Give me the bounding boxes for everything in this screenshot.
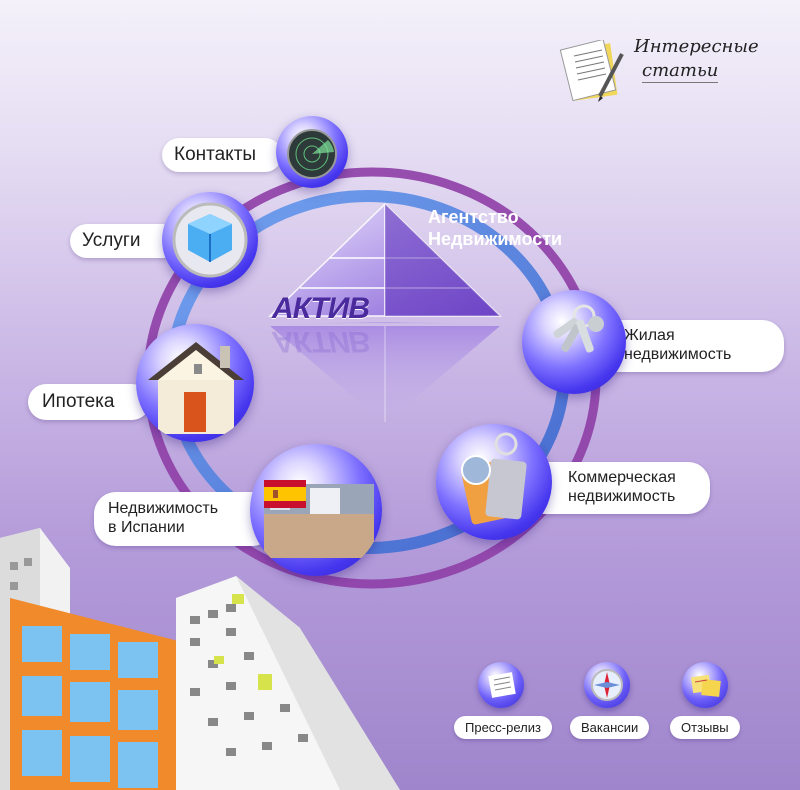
articles-line2: статьи — [642, 60, 719, 83]
spain-flag-icon — [264, 480, 306, 508]
tagline-line2: Недвижимости — [428, 229, 563, 249]
document-pencil-icon — [559, 40, 624, 102]
contacts-button[interactable]: Контакты — [162, 138, 282, 172]
vacancies-button[interactable]: Вакансии — [566, 662, 656, 742]
services-orb[interactable] — [162, 192, 258, 288]
residential-label-line1: Жилая — [624, 327, 675, 344]
articles-link[interactable]: Интересные статьи — [558, 34, 759, 108]
residential-orb[interactable] — [522, 290, 626, 394]
keycards-icon — [461, 432, 527, 525]
keys-icon — [553, 304, 604, 353]
glass-cube-icon — [172, 202, 248, 278]
services-label: Услуги — [82, 230, 141, 251]
compass-icon — [591, 669, 623, 701]
contacts-label: Контакты — [174, 144, 257, 165]
buildings-illustration — [0, 528, 400, 790]
commercial-button[interactable]: Коммерческая недвижимость — [522, 462, 710, 514]
spain-orb[interactable] — [250, 444, 382, 576]
spain-label-line1: Недвижимость — [108, 500, 219, 517]
mortgage-orb[interactable] — [136, 324, 254, 442]
vacancies-label: Вакансии — [570, 716, 650, 739]
commercial-label-line1: Коммерческая — [568, 469, 676, 486]
reviews-label: Отзывы — [670, 716, 740, 739]
commercial-orb[interactable] — [436, 424, 552, 540]
contacts-orb[interactable] — [276, 116, 348, 188]
spain-beach-photo — [264, 484, 374, 558]
press-release-icon — [488, 672, 516, 698]
spain-label-line2: в Испании — [108, 519, 185, 536]
agency-logo — [268, 202, 502, 424]
articles-line1: Интересные — [634, 36, 759, 57]
press-orb — [478, 662, 524, 708]
mortgage-label: Ипотека — [42, 391, 115, 412]
press-label: Пресс-релиз — [454, 716, 552, 739]
reviews-button[interactable]: Отзывы — [664, 662, 754, 742]
house-icon — [148, 342, 244, 434]
residential-label-line2: недвижимость — [624, 346, 732, 363]
logo-text: АКТИВ — [272, 292, 370, 325]
tagline-line1: Агентство — [428, 207, 519, 227]
mortgage-button[interactable]: Ипотека — [28, 384, 150, 420]
logo-text-reflection: АКТИВ — [272, 325, 370, 358]
commercial-label-line2: недвижимость — [568, 488, 676, 505]
sticky-notes-icon — [690, 674, 721, 697]
spain-button[interactable]: Недвижимость в Испании — [94, 492, 274, 546]
reviews-orb — [682, 662, 728, 708]
press-release-button[interactable]: Пресс-релиз — [448, 662, 560, 742]
radar-icon — [287, 129, 337, 179]
services-button[interactable]: Услуги — [70, 224, 180, 258]
vacancies-orb — [584, 662, 630, 708]
agency-tagline: Агентство Недвижимости — [428, 206, 562, 250]
